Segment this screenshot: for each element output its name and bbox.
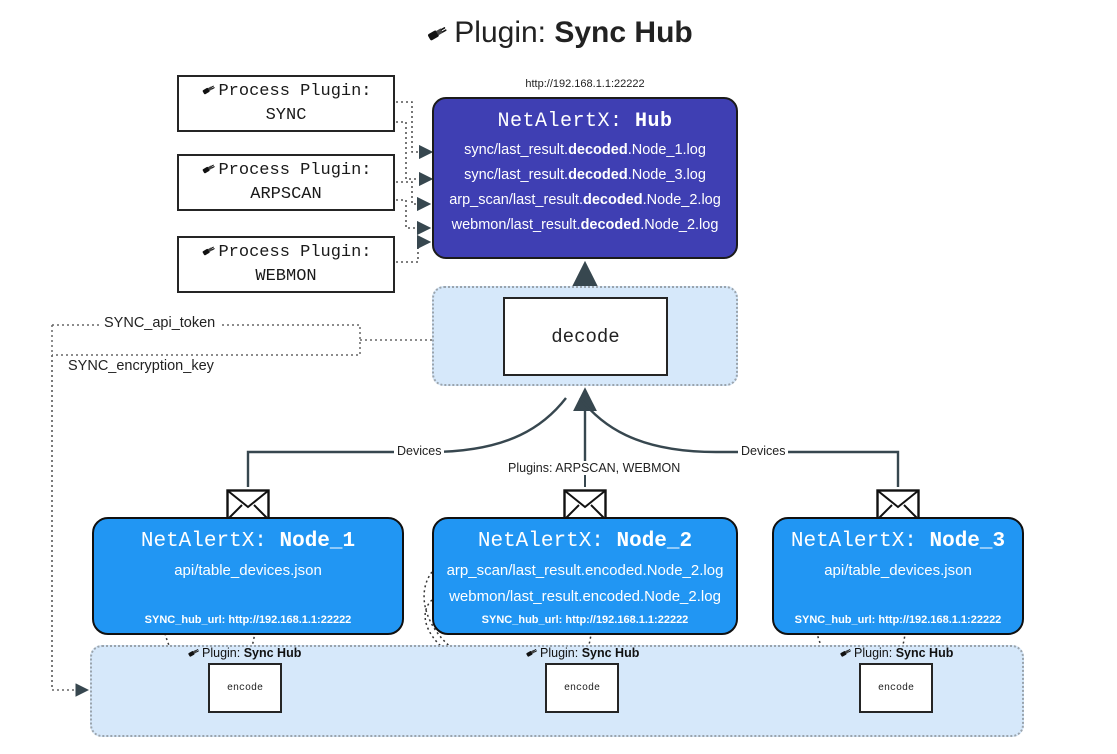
process-plugin-arpscan-line1: Process Plugin:: [218, 160, 372, 180]
process-plugin-webmon-line2: WEBMON: [255, 267, 317, 286]
node-2-line: arp_scan/last_result.encoded.Node_2.log: [446, 562, 724, 579]
hub-log-row: sync/last_result.decoded.Node_3.log: [464, 166, 706, 183]
node-2-name: Node_2: [616, 530, 693, 553]
node-2-title: NetAlertX: Node_2: [477, 530, 693, 553]
hub-log-row: arp_scan/last_result.decoded.Node_2.log: [449, 191, 721, 208]
node-3-line: api/table_devices.json: [824, 562, 972, 579]
encode-2-plugin-label: Plugin: Sync Hub: [524, 645, 639, 663]
hub-node[interactable]: NetAlertX: Hub sync/last_result.decoded.…: [432, 97, 738, 259]
hub-node-title: NetAlertX: Hub: [434, 110, 736, 133]
page-title: Plugin: Sync Hub: [0, 16, 1117, 54]
node-1-title: NetAlertX: Node_1: [140, 530, 356, 553]
process-plugin-sync-title: Process Plugin:: [200, 81, 372, 105]
process-plugin-sync[interactable]: Process Plugin: SYNC: [177, 75, 395, 132]
sync-encryption-key-label: SYNC_encryption_key: [64, 358, 218, 374]
encode-box-1[interactable]: encode: [208, 663, 282, 713]
plug-icon: [186, 645, 201, 663]
process-plugin-arpscan-line2: ARPSCAN: [250, 185, 322, 204]
sync-api-token-label: SYNC_api_token: [100, 315, 220, 331]
process-plugin-arpscan-title: Process Plugin:: [200, 160, 372, 184]
hub-node-name: Hub: [635, 110, 673, 133]
node-1-hub-url: SYNC_hub_url: http://192.168.1.1:22222: [144, 614, 352, 626]
devices-label-right: Devices: [738, 444, 789, 458]
devices-label-left: Devices: [394, 444, 445, 458]
node-2[interactable]: NetAlertX: Node_2 arp_scan/last_result.e…: [432, 517, 738, 635]
node-1-line: api/table_devices.json: [174, 562, 322, 579]
node-2-hub-url: SYNC_hub_url: http://192.168.1.1:22222: [481, 614, 689, 626]
process-plugin-sync-line1: Process Plugin:: [218, 81, 372, 101]
plug-icon: [424, 20, 450, 54]
hub-url-label: http://192.168.1.1:22222: [525, 78, 645, 90]
node-3[interactable]: NetAlertX: Node_3 api/table_devices.json…: [772, 517, 1024, 635]
envelope-icon: [876, 489, 920, 521]
hub-log-list: sync/last_result.decoded.Node_1.log sync…: [434, 138, 736, 238]
envelope-icon: [563, 489, 607, 521]
plug-icon: [838, 645, 853, 663]
encode-box-2[interactable]: encode: [545, 663, 619, 713]
process-plugin-sync-line2: SYNC: [265, 106, 307, 125]
decode-box[interactable]: decode: [503, 297, 668, 376]
hub-log-row: webmon/last_result.decoded.Node_2.log: [451, 216, 719, 233]
hub-node-prefix: NetAlertX:: [497, 110, 635, 133]
page-title-prefix: Plugin:: [454, 16, 555, 49]
node-1[interactable]: NetAlertX: Node_1 api/table_devices.json…: [92, 517, 404, 635]
plug-icon: [200, 242, 217, 266]
hub-log-row: sync/last_result.decoded.Node_1.log: [464, 142, 706, 158]
page-title-name: Sync Hub: [554, 16, 693, 49]
plug-icon: [200, 81, 217, 105]
plug-icon: [524, 645, 539, 663]
process-plugin-webmon-title: Process Plugin:: [200, 242, 372, 266]
node-3-title: NetAlertX: Node_3: [790, 530, 1006, 553]
encode-box-3[interactable]: encode: [859, 663, 933, 713]
node-1-name: Node_1: [279, 530, 356, 553]
encode-3-plugin-label: Plugin: Sync Hub: [838, 645, 953, 663]
process-plugin-webmon[interactable]: Process Plugin: WEBMON: [177, 236, 395, 293]
encode-1-plugin-label: Plugin: Sync Hub: [186, 645, 301, 663]
plug-icon: [200, 160, 217, 184]
process-plugin-webmon-line1: Process Plugin:: [218, 242, 372, 262]
process-plugin-arpscan[interactable]: Process Plugin: ARPSCAN: [177, 154, 395, 211]
plugins-label-center: Plugins: ARPSCAN, WEBMON: [505, 461, 684, 475]
node-2-line: webmon/last_result.encoded.Node_2.log: [449, 588, 721, 606]
node-3-name: Node_3: [929, 530, 1006, 553]
node-3-hub-url: SYNC_hub_url: http://192.168.1.1:22222: [794, 614, 1002, 626]
